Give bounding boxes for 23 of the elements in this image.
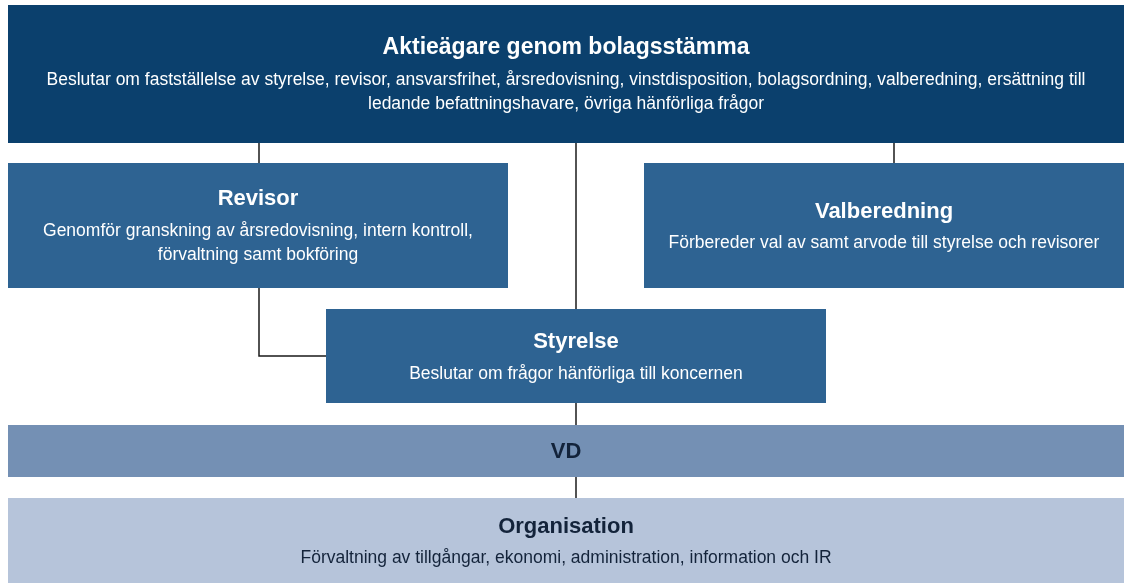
connector-line xyxy=(575,402,577,426)
box-description: Förvaltning av tillgångar, ekonomi, administration, information och IR xyxy=(300,546,832,569)
box-title: Aktieägare genom bolagsstämma xyxy=(382,32,750,61)
org-box xyxy=(8,5,1124,143)
org-box xyxy=(8,163,508,288)
connector-line xyxy=(893,142,895,164)
connector-line xyxy=(258,142,260,164)
org-box xyxy=(8,498,1124,583)
box-title: Styrelse xyxy=(533,327,619,355)
box-title: VD xyxy=(550,437,582,465)
connector-line xyxy=(575,476,577,499)
org-box xyxy=(326,309,826,403)
org-box xyxy=(644,163,1124,288)
box-description: Förbereder val av samt arvode till styrelse och revisorer xyxy=(668,231,1100,254)
connector-line xyxy=(258,287,327,357)
box-title: Organisation xyxy=(498,511,634,539)
box-description: Beslutar om fastställelse av styrelse, revisor, ansvarsfrihet, årsredovisning, vinstdisposition, bolagsordning, valberedning, ersättning till ledande befattningshavare, övriga hänförliga frågor xyxy=(45,67,1087,116)
box-title: Valberedning xyxy=(814,196,954,224)
org-box xyxy=(8,425,1124,477)
box-description: Beslutar om frågor hänförliga till koncernen xyxy=(409,361,743,385)
connector-line xyxy=(575,142,577,310)
box-description: Genomför granskning av årsredovisning, intern kontroll, förvaltning samt bokföring xyxy=(42,218,474,267)
box-title: Revisor xyxy=(217,184,299,212)
